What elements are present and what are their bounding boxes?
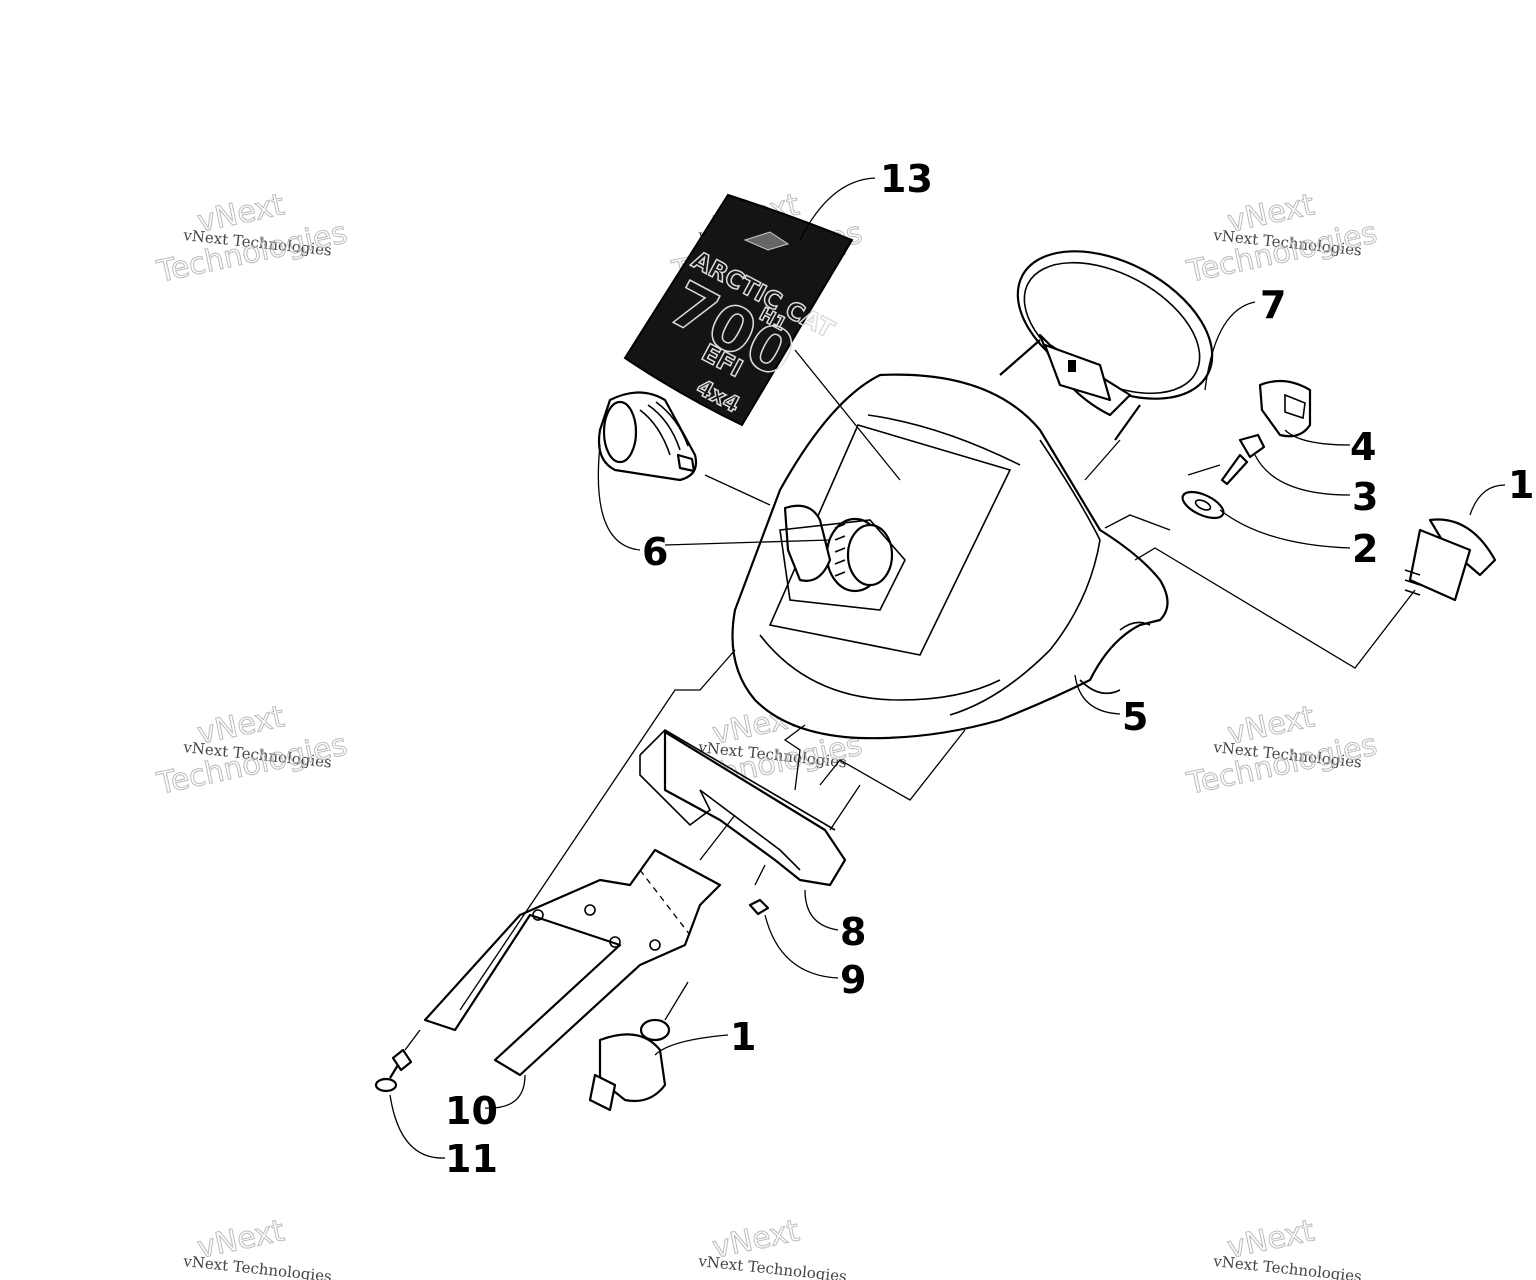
callout-12: 12 <box>1508 463 1536 507</box>
callout-7: 7 <box>1260 283 1286 327</box>
watermark-mid-right: vNext Technologies vNext Technologies <box>1183 699 1381 803</box>
callout-9: 9 <box>840 958 866 1002</box>
part-4-key-cap <box>1258 379 1312 438</box>
callout-11: 11 <box>445 1137 498 1181</box>
callout-labels: 13 7 4 12 3 2 6 5 8 9 1 10 11 <box>445 157 1536 1181</box>
callout-8: 8 <box>840 910 866 954</box>
callout-1: 1 <box>730 1015 756 1059</box>
callout-leaders <box>389 177 1506 1159</box>
callout-6: 6 <box>642 530 668 574</box>
part-13-decal: ARCTIC CAT 700 H1 EFI 4x4 <box>623 193 854 427</box>
part-12-switch <box>1404 518 1497 602</box>
watermark-bottom-right: vNext Technologies vNext <box>1212 1213 1363 1280</box>
callout-10: 10 <box>445 1089 498 1133</box>
callout-3: 3 <box>1352 475 1378 519</box>
part-2-washer <box>1181 490 1225 520</box>
callout-5: 5 <box>1122 695 1148 739</box>
assembly-lines <box>404 349 1416 1051</box>
socket-knurled-cap <box>779 504 906 611</box>
part-10-bracket <box>423 848 722 1077</box>
watermark-mid-left: vNext Technologies vNext Technologies <box>153 699 351 803</box>
callout-4: 4 <box>1350 425 1376 469</box>
watermark-top-left: vNext Technologies vNext Technologies <box>153 187 351 291</box>
part-8-bezel <box>639 728 847 887</box>
callout-2: 2 <box>1352 527 1378 571</box>
part-7-gauge <box>999 250 1214 441</box>
watermark-top-right: vNext Technologies vNext Technologies <box>1183 187 1381 291</box>
part-3-key <box>1220 433 1266 486</box>
watermark-bottom-left: vNext Technologies vNext <box>182 1213 333 1280</box>
part-11-rivet <box>374 1048 413 1093</box>
part-1-switch-knob <box>588 1018 671 1112</box>
watermark-bottom-center: vNext Technologies vNext <box>697 1213 848 1280</box>
callout-13: 13 <box>880 157 933 201</box>
part-9-nut <box>748 898 770 916</box>
part-6-accessory-socket <box>597 391 906 611</box>
